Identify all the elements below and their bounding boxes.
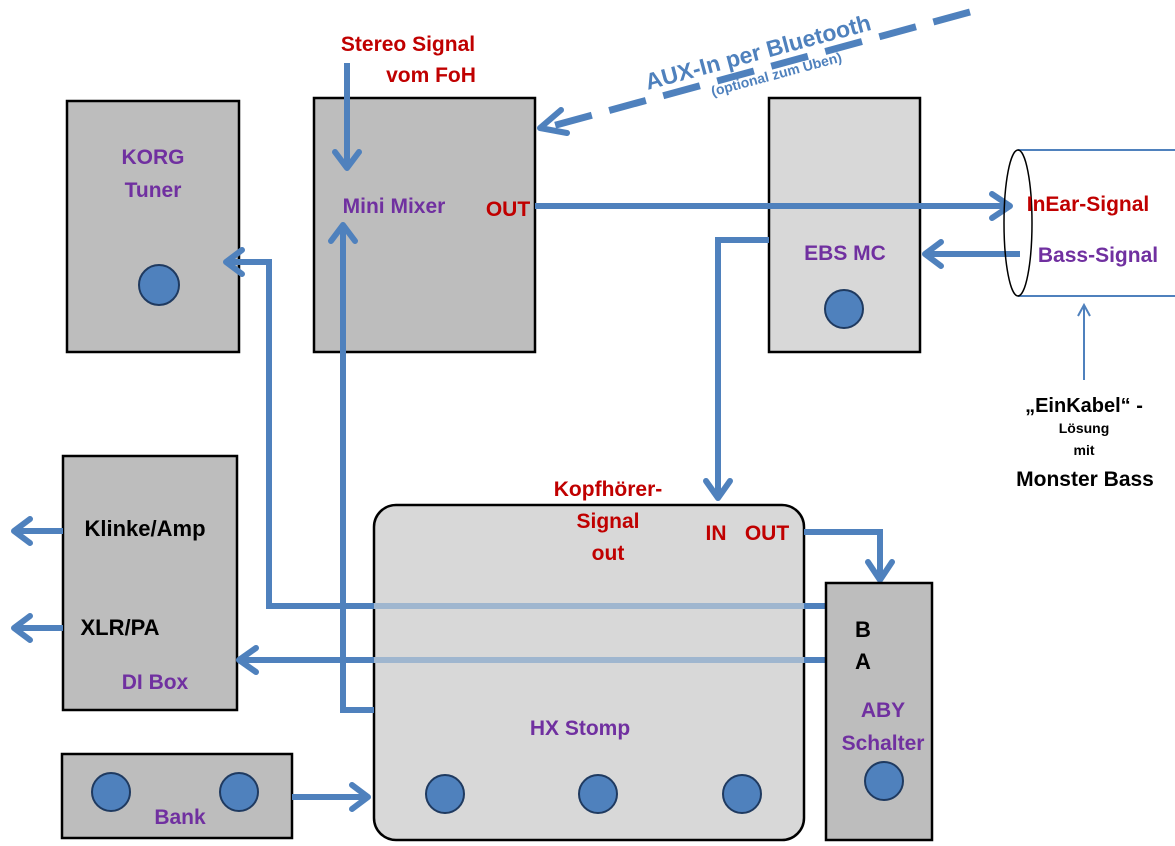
einkabel-label-3: mit bbox=[1074, 442, 1095, 458]
arrowhead-di bbox=[236, 645, 259, 675]
einkabel-cable bbox=[1003, 149, 1175, 297]
mini-mixer: Mini Mixer OUT bbox=[312, 96, 537, 354]
korg-tuner-knob bbox=[138, 264, 180, 306]
arrowhead-aby bbox=[865, 559, 895, 583]
wire-ebs-to-hx-in bbox=[715, 237, 769, 498]
wires bbox=[11, 8, 1091, 812]
di-box-label: DI Box bbox=[122, 671, 189, 694]
einkabel-label-1: „EinKabel“ - bbox=[1025, 395, 1143, 417]
bank-knob-right bbox=[219, 772, 259, 812]
einkabel-label-2: Lösung bbox=[1059, 420, 1110, 436]
di-box-rect bbox=[61, 454, 239, 712]
hx-stomp-label: HX Stomp bbox=[530, 717, 630, 740]
hx-stomp: HX Stomp IN OUT bbox=[372, 503, 806, 842]
wire-aby-b-to-tuner bbox=[226, 259, 826, 609]
einkabel-label-4: Monster Bass bbox=[1016, 468, 1154, 491]
stereo-signal-label-2: vom FoH bbox=[386, 64, 476, 87]
mini-mixer-box bbox=[312, 96, 537, 354]
hx-stomp-knob-1 bbox=[425, 774, 465, 814]
wire-bluetooth-aux bbox=[544, 8, 971, 132]
ebs-mc: EBS MC bbox=[767, 96, 922, 354]
inear-signal-label: InEar-Signal bbox=[1027, 193, 1150, 216]
arrowhead-ebs bbox=[922, 239, 944, 269]
arrowhead-foh bbox=[332, 149, 362, 171]
korg-tuner-box bbox=[65, 99, 241, 354]
korg-tuner: KORG Tuner bbox=[65, 99, 241, 354]
arrowhead-inear bbox=[989, 191, 1013, 221]
di-box: Klinke/Amp XLR/PA DI Box bbox=[61, 454, 239, 712]
arrowhead-mixer-up bbox=[328, 222, 358, 244]
arrowhead-hx-in bbox=[703, 478, 733, 501]
ebs-mc-knob bbox=[824, 289, 864, 329]
kopfhoerer-label-3: out bbox=[592, 542, 625, 565]
arrowhead-xlr bbox=[11, 613, 33, 643]
bass-signal-label: Bass-Signal bbox=[1038, 244, 1158, 267]
mini-mixer-out-label: OUT bbox=[486, 198, 531, 221]
kopfhoerer-label-1: Kopfhörer- bbox=[554, 478, 663, 501]
korg-tuner-label-1: KORG bbox=[122, 146, 185, 169]
wire-hx-out-to-aby bbox=[804, 529, 883, 580]
arrowhead-bank bbox=[349, 782, 371, 812]
aby-switch-knob bbox=[864, 761, 904, 801]
hx-stomp-knob-3 bbox=[722, 774, 762, 814]
korg-tuner-label-2: Tuner bbox=[125, 179, 182, 202]
hx-stomp-box bbox=[372, 503, 806, 842]
aby-a-label: A bbox=[855, 649, 871, 674]
aby-switch: B A ABY Schalter bbox=[824, 581, 934, 842]
bank-label: Bank bbox=[154, 806, 206, 829]
arrowhead-klinke bbox=[11, 516, 33, 546]
hx-stomp-in-label: IN bbox=[706, 522, 727, 545]
stereo-signal-label-1: Stereo Signal bbox=[341, 33, 475, 56]
arrowhead-bluetooth bbox=[537, 107, 570, 136]
wire-headphone-to-mixer bbox=[340, 225, 374, 713]
cable-end-ellipse bbox=[1003, 149, 1033, 297]
hx-stomp-knob-2 bbox=[578, 774, 618, 814]
arrowhead-tuner bbox=[223, 247, 245, 277]
aby-label-2: Schalter bbox=[842, 732, 925, 755]
ebs-mc-label: EBS MC bbox=[804, 242, 886, 265]
aby-b-label: B bbox=[855, 617, 871, 642]
aby-label-1: ABY bbox=[861, 699, 905, 722]
bank-pedal: Bank bbox=[60, 752, 294, 840]
di-box-xlr-label: XLR/PA bbox=[80, 615, 159, 640]
di-box-klinke-label: Klinke/Amp bbox=[84, 516, 205, 541]
mini-mixer-label: Mini Mixer bbox=[343, 195, 446, 218]
arrowhead-einkabel bbox=[1077, 302, 1091, 317]
hx-stomp-out-label: OUT bbox=[745, 522, 790, 545]
bank-knob-left bbox=[91, 772, 131, 812]
kopfhoerer-label-2: Signal bbox=[576, 510, 639, 533]
